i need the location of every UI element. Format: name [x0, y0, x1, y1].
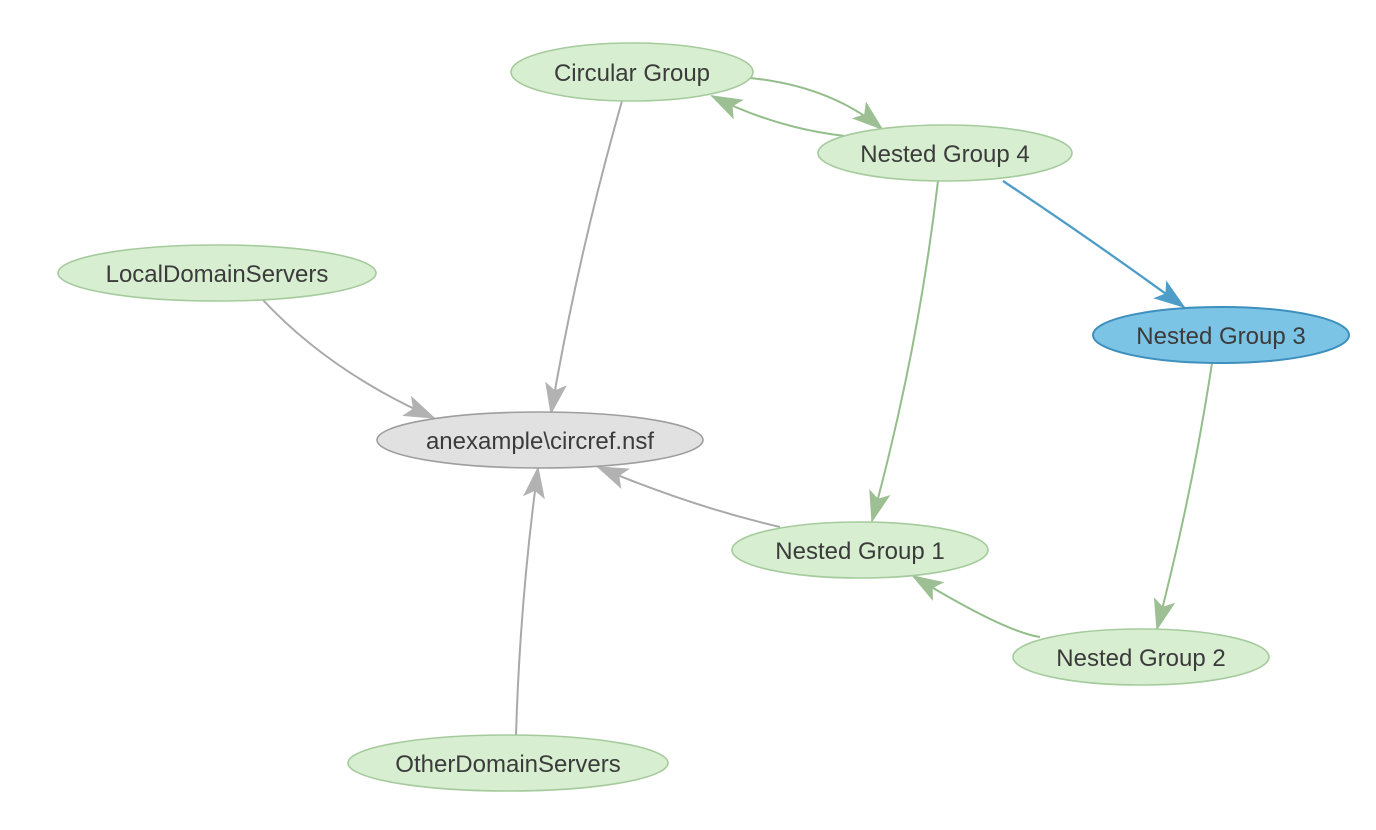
node-label: Nested Group 2	[1056, 645, 1225, 672]
node-label: Nested Group 4	[860, 141, 1029, 168]
node-nested-group-2[interactable]: Nested Group 2	[1012, 628, 1270, 686]
edge-nested-group-4-to-nested-group-1	[869, 180, 939, 523]
node-nested-group-1[interactable]: Nested Group 1	[731, 521, 989, 579]
node-label: Nested Group 1	[775, 538, 944, 565]
node-nested-group-3[interactable]: Nested Group 3	[1092, 306, 1350, 364]
edge-nested-group-1-to-database	[596, 466, 781, 528]
edge-nested-group-4-to-nested-group-3	[1002, 180, 1186, 309]
node-ellipse[interactable]	[1092, 306, 1350, 364]
edge-layer	[261, 77, 1213, 736]
node-database-anexample-circref[interactable]: anexample\circref.nsf	[376, 411, 704, 469]
node-label: Circular Group	[554, 60, 710, 87]
node-ellipse[interactable]	[57, 244, 377, 302]
edge-nested-group-3-to-nested-group-2	[1153, 362, 1213, 631]
node-circular-group[interactable]: Circular Group	[510, 42, 754, 102]
edge-otherdomainservers-to-database	[515, 466, 545, 736]
node-ellipse[interactable]	[817, 124, 1073, 182]
edge-circular-group-to-nested-group-4	[749, 77, 884, 131]
node-label: LocalDomainServers	[106, 261, 329, 288]
node-otherdomainservers[interactable]: OtherDomainServers	[347, 734, 669, 792]
edge-circular-group-to-database	[545, 100, 623, 415]
edge-nested-group-4-to-circular-group	[710, 95, 846, 137]
node-nested-group-4[interactable]: Nested Group 4	[817, 124, 1073, 182]
node-localdomainservers[interactable]: LocalDomainServers	[57, 244, 377, 302]
edge-nested-group-2-to-nested-group-1	[911, 574, 1041, 638]
node-ellipse[interactable]	[347, 734, 669, 792]
node-ellipse[interactable]	[510, 42, 754, 102]
node-label: anexample\circref.nsf	[426, 428, 654, 455]
edge-localdomainservers-to-database	[261, 298, 436, 419]
node-ellipse[interactable]	[376, 411, 704, 469]
node-label: Nested Group 3	[1136, 323, 1305, 350]
node-layer: Circular Group Nested Group 4 Nested Gro…	[57, 42, 1350, 792]
node-label: OtherDomainServers	[395, 751, 620, 778]
node-ellipse[interactable]	[1012, 628, 1270, 686]
node-ellipse[interactable]	[731, 521, 989, 579]
